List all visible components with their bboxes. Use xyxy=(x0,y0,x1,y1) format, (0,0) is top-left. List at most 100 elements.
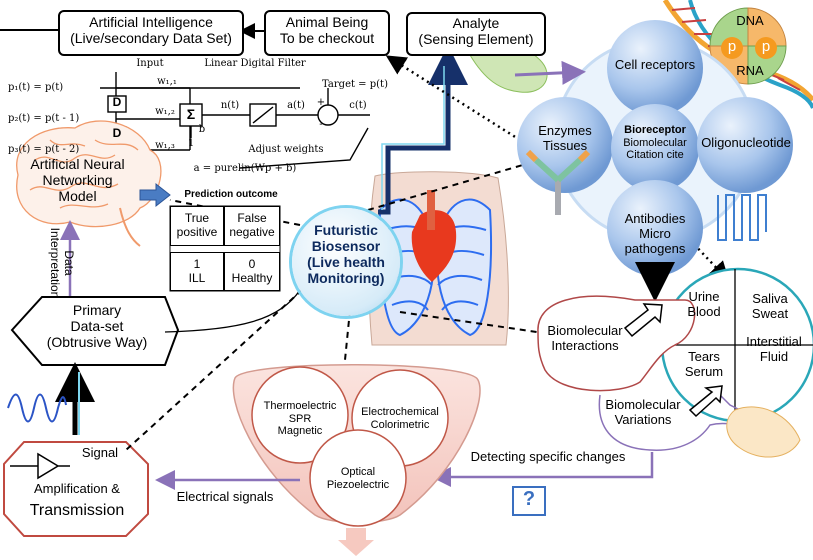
oligonucleotide-coil xyxy=(717,194,767,241)
primary-line2: Data-set xyxy=(70,318,124,335)
ai-box-line1: Artificial Intelligence xyxy=(89,14,213,30)
cell-ill-line1: 1 xyxy=(193,257,201,271)
cell-tp-line1: True xyxy=(184,211,210,225)
bioreceptor-to-analyte-dots xyxy=(385,55,521,142)
filter-linear-label: Linear Digital Filter xyxy=(204,58,306,69)
antibody-icon xyxy=(525,149,591,215)
funnel-output-arrow xyxy=(338,528,374,556)
analyte-box-line1: Analyte xyxy=(452,15,500,31)
blood-line: Blood xyxy=(687,303,721,319)
futuristic-line4: Monitoring) xyxy=(307,270,385,287)
prediction-cell-true-positive: True positive xyxy=(170,206,224,246)
filter-p2: p₂(t) = p(t - 1) xyxy=(8,113,80,124)
signal-c: c(t) xyxy=(349,100,367,111)
bioreceptor-sphere xyxy=(611,104,699,192)
purelin-formula: a = purelin(Wp + b) xyxy=(193,163,297,174)
ann-to-prediction-arrow xyxy=(139,182,171,208)
signal-n: n(t) xyxy=(220,100,240,111)
signal-label: Signal xyxy=(81,445,119,460)
delay-label-1: D xyxy=(112,95,122,109)
prediction-cell-false-negative: False negative xyxy=(224,206,280,246)
sweat-line: Sweat xyxy=(751,305,789,321)
transducer-circle-3 xyxy=(309,429,407,527)
amplifier-icon xyxy=(10,452,70,480)
animal-box-line2: To be checkout xyxy=(279,30,375,47)
analyte-box xyxy=(406,12,546,56)
tears-serum-label: Tears Serum xyxy=(672,349,736,380)
futuristic-line3: (Live health xyxy=(307,254,385,271)
prediction-title: Prediction outcome xyxy=(184,189,278,200)
biosensor-to-funnel-dash xyxy=(344,309,351,361)
futuristic-biosensor-label: Futuristic Biosensor (Live health Monito… xyxy=(292,222,400,286)
animal-box-line1: Animal Being xyxy=(285,14,369,30)
ann-line1: Artificial Neural xyxy=(30,156,125,172)
futuristic-biosensor-circle xyxy=(292,208,400,316)
bioreceptor-label: Bioreceptor Biomolecular Citation cite xyxy=(611,124,699,162)
animal-box-label: Animal Being To be checkout xyxy=(264,14,390,46)
organelle-illustration xyxy=(726,406,801,458)
delay-block-1 xyxy=(107,95,127,113)
bioreceptor-line1: Bioreceptor xyxy=(624,124,686,136)
protein-arrow xyxy=(514,60,586,85)
detecting-changes-label: Detecting specific changes xyxy=(470,449,626,464)
interstitial-line2: Fluid xyxy=(759,348,789,364)
interstitial-label: Interstitial Fluid xyxy=(736,334,812,365)
spr-line: SPR xyxy=(288,412,312,425)
enzymes-line2: Tissues xyxy=(542,137,588,153)
piezoelectric-line: Piezoelectric xyxy=(326,478,390,491)
filter-input-label: Input xyxy=(136,58,164,69)
interactions-line1: Biomolecular xyxy=(547,323,623,338)
signal-waveform xyxy=(7,393,67,423)
p-label-left: p xyxy=(727,38,737,55)
primary-to-biosensor-line xyxy=(164,289,301,333)
colorimetric-line: Colorimetric xyxy=(370,418,430,431)
analyte-box-label: Analyte (Sensing Element) xyxy=(406,15,546,47)
primary-line1: Primary xyxy=(72,302,122,318)
futuristic-line1: Futuristic xyxy=(314,222,378,238)
prediction-cell-healthy: 0 Healthy xyxy=(224,252,280,291)
weight-w12: w₁,₂ xyxy=(155,106,175,117)
interactions-shape xyxy=(537,295,696,392)
animal-box xyxy=(264,10,390,56)
urine-line: Urine xyxy=(688,289,720,304)
variations-line2: Variations xyxy=(614,411,672,427)
futuristic-line2: Biosensor xyxy=(311,238,381,255)
oligonucleotide-sphere xyxy=(697,97,793,193)
enzymes-sphere xyxy=(517,97,613,193)
antibodies-label: Antibodies Micro pathogens xyxy=(607,211,703,257)
optical-label: Optical Piezoelectric xyxy=(310,466,406,491)
question-mark: ? xyxy=(522,488,536,510)
filter-p3: p₃(t) = p(t - 2) xyxy=(8,144,80,155)
tears-line: Tears xyxy=(688,349,720,364)
ann-label: Artificial Neural Networking Model xyxy=(10,156,145,204)
delay-label-2: D xyxy=(112,126,122,140)
biosensor-to-signal-dash xyxy=(125,289,303,451)
analyte-box-line2: (Sensing Element) xyxy=(418,31,534,48)
signal-a: a(t) xyxy=(287,100,305,111)
interactions-hollow-arrow xyxy=(623,303,663,338)
cell-fn-line2: negative xyxy=(229,225,275,240)
electrochemical-line: Electrochemical xyxy=(361,406,439,418)
rna-label: RNA xyxy=(736,63,764,78)
amplification-label: Amplification & xyxy=(34,481,120,496)
bias-b: b xyxy=(198,124,206,135)
optical-line: Optical xyxy=(340,466,376,478)
antibodies-line2: Micro pathogens xyxy=(624,225,686,256)
saliva-sweat-label: Saliva Sweat xyxy=(738,291,802,322)
adjust-weights-label: Adjust weights xyxy=(248,144,324,155)
cell-ill-line2: ILL xyxy=(188,271,206,286)
prediction-cell-ill: 1 ILL xyxy=(170,252,224,291)
electrical-signals-label: Electrical signals xyxy=(176,489,274,504)
dna-label: DNA xyxy=(736,13,764,28)
variations-hollow-arrow xyxy=(688,385,723,418)
p-label-right: p xyxy=(761,38,771,55)
antibodies-line1: Antibodies xyxy=(624,211,686,226)
weight-w13: w₁,₃ xyxy=(155,140,175,151)
serum-line: Serum xyxy=(684,363,724,379)
cell-healthy-line1: 0 xyxy=(248,257,256,271)
ai-box xyxy=(58,10,244,56)
enzymes-label: Enzymes Tissues xyxy=(522,123,608,154)
digital-filter-block xyxy=(100,72,370,169)
enzymes-line1: Enzymes xyxy=(538,123,592,138)
